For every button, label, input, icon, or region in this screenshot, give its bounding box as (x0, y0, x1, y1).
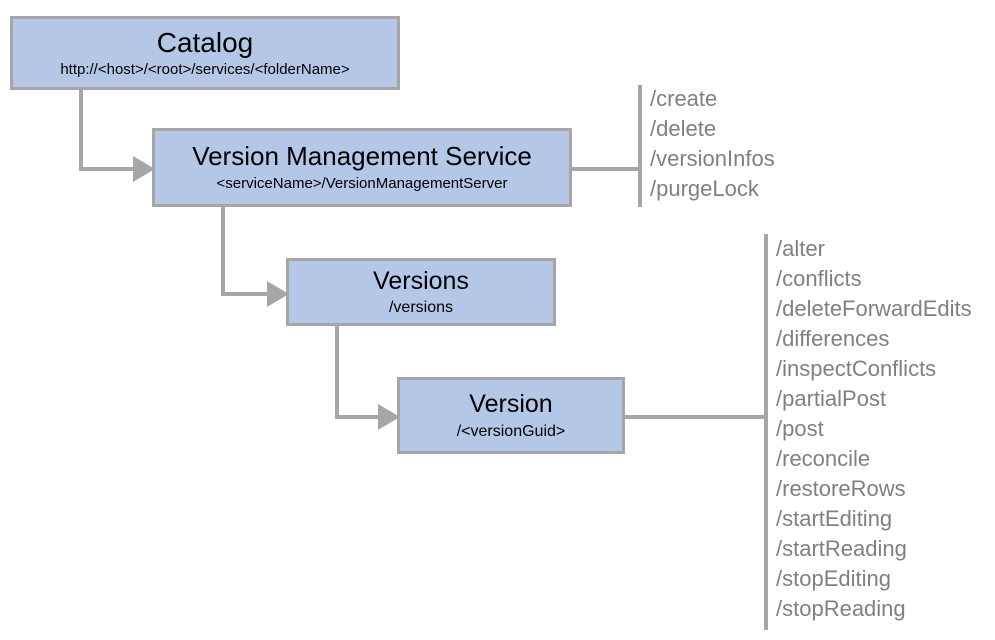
node-versions-path: /versions (388, 299, 454, 317)
node-versions[interactable]: Versions /versions (286, 258, 556, 326)
node-service-title: Version Management Service (192, 141, 532, 172)
operation-item: /restoreRows (776, 476, 906, 501)
operation-item: /inspectConflicts (776, 356, 937, 381)
connector-service-to-ops (572, 167, 642, 171)
node-version-title: Version (469, 390, 553, 419)
operation-item: /stopEditing (776, 566, 891, 591)
connector-version-to-ops (625, 415, 768, 419)
operation-item: /versionInfos (650, 146, 775, 171)
node-catalog-title: Catalog (156, 26, 254, 58)
service-operations-list: /create/delete/versionInfos/purgeLock (650, 84, 775, 204)
operation-item: /deleteForwardEdits (776, 296, 972, 321)
connector-catalog-to-service-vertical (79, 90, 83, 171)
operation-item: /startEditing (776, 506, 893, 531)
bracket-version-ops (764, 234, 768, 630)
operation-item: /differences (776, 326, 890, 351)
connector-service-to-versions-horizontal (221, 292, 273, 296)
operation-item: /purgeLock (650, 176, 759, 201)
node-service-path: <serviceName>/VersionManagementServer (216, 174, 508, 192)
node-catalog[interactable]: Catalog http://<host>/<root>/services/<f… (10, 16, 400, 90)
connector-versions-to-version-horizontal (335, 415, 385, 419)
operation-item: /startReading (776, 536, 907, 561)
operation-item: /delete (650, 116, 717, 141)
connector-versions-to-version-vertical (335, 326, 339, 419)
operation-item: /alter (776, 236, 825, 261)
arrowhead-catalog-to-service-icon (133, 156, 155, 182)
operation-item: /post (776, 416, 824, 441)
bracket-service-ops (638, 85, 642, 207)
version-operations-list: /alter/conflicts/deleteForwardEdits/diff… (776, 234, 972, 624)
node-version-management-service[interactable]: Version Management Service <serviceName>… (152, 128, 572, 207)
operation-item: /create (650, 86, 718, 111)
node-versions-title: Versions (373, 266, 469, 295)
arrowhead-versions-to-version-icon (378, 404, 400, 430)
connector-service-to-versions-vertical (221, 207, 225, 296)
operation-item: /partialPost (776, 386, 887, 411)
arrowhead-service-to-versions-icon (267, 281, 289, 307)
node-version[interactable]: Version /<versionGuid> (397, 377, 625, 454)
operation-item: /conflicts (776, 266, 862, 291)
node-catalog-path: http://<host>/<root>/services/<folderNam… (60, 61, 350, 79)
node-version-path: /<versionGuid> (456, 422, 566, 440)
operation-item: /stopReading (776, 596, 906, 621)
operation-item: /reconcile (776, 446, 871, 471)
connector-catalog-to-service-horizontal (79, 167, 139, 171)
